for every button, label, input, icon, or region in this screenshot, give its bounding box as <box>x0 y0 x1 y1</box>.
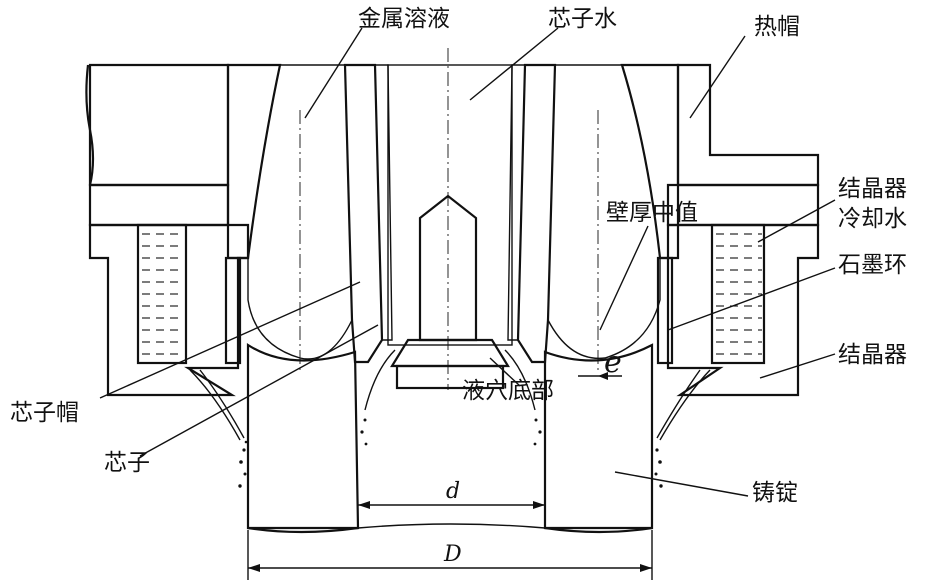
label-graphite-ring: 石墨环 <box>838 252 907 278</box>
label-crystallizer: 结晶器 <box>838 342 907 368</box>
dimension-D-label: D <box>443 542 462 567</box>
hot-top-left <box>85 63 230 187</box>
core-water <box>387 64 513 346</box>
label-wall-thickness-median: 壁厚中值 <box>606 200 698 226</box>
leader-lines <box>99 27 836 497</box>
center-lines <box>299 48 599 390</box>
crystallizer-right-body <box>666 223 820 397</box>
hot-top-insulation-left <box>226 63 282 260</box>
label-metal-solution: 金属溶液 <box>358 6 450 32</box>
dimension-e-label: e <box>604 345 622 380</box>
dimension-e <box>578 372 622 380</box>
hot-top-right <box>676 63 820 187</box>
spray-dots <box>238 418 663 488</box>
ingot-right <box>543 343 654 530</box>
label-core: 芯子 <box>104 450 150 476</box>
label-crystallizer-cooling-water-2: 冷却水 <box>838 206 907 232</box>
label-ingot: 铸锭 <box>752 480 798 506</box>
dimension-D <box>247 530 653 580</box>
metal-solution-left <box>247 64 353 360</box>
spray-streaks <box>189 349 711 441</box>
ingot-left <box>246 342 360 530</box>
crystallizer-left-body <box>88 223 250 397</box>
dimension-d-label: d <box>446 479 460 504</box>
dimension-d <box>358 501 545 509</box>
core-plug <box>418 194 478 342</box>
label-hot-top: 热帽 <box>754 14 800 40</box>
metal-solution-right <box>547 64 661 360</box>
label-core-cap: 芯子帽 <box>10 400 79 426</box>
label-crystallizer-cooling-water-1: 结晶器 <box>838 176 907 202</box>
label-core-water: 芯子水 <box>548 6 617 32</box>
cooling-water-left <box>136 223 188 365</box>
flange-left <box>88 183 230 227</box>
label-sump-bottom: 液穴底部 <box>462 378 554 404</box>
